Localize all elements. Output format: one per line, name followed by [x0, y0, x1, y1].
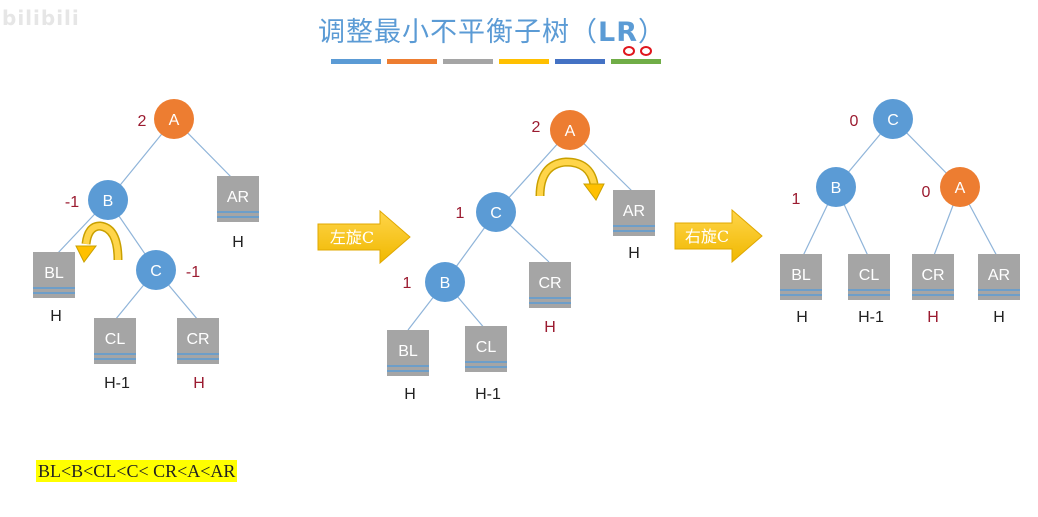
svg-text:A: A — [955, 180, 966, 197]
rotate-left-arrow: 左旋C — [317, 209, 411, 265]
subtree-cr: CR — [912, 254, 954, 300]
svg-text:C: C — [887, 112, 899, 129]
balance-factor: 0 — [922, 184, 931, 201]
title-lr: LR — [598, 17, 638, 48]
subtree-height: H-1 — [104, 375, 130, 392]
annotation-mark-icon — [623, 46, 652, 56]
node-c: C — [136, 250, 176, 290]
subtree-ar: AR — [217, 176, 259, 222]
node-b: B — [816, 167, 856, 207]
svg-text:B: B — [103, 193, 114, 210]
inorder-sequence: BL<B<CL<C< CR<A<AR — [36, 460, 238, 482]
svg-text:C: C — [490, 205, 502, 222]
svg-text:B: B — [831, 180, 842, 197]
subtree-bl: BL — [387, 330, 429, 376]
color-bar-row — [331, 59, 661, 64]
subtree-height: H — [232, 234, 244, 251]
subtree-ar: AR — [978, 254, 1020, 300]
balance-factor: 0 — [850, 113, 859, 130]
subtree-height: H-1 — [858, 309, 884, 326]
node-b: B — [88, 180, 128, 220]
node-a: A — [550, 110, 590, 150]
subtree-bl: BL — [780, 254, 822, 300]
svg-text:AR: AR — [623, 203, 645, 220]
svg-text:BL: BL — [398, 343, 418, 360]
balance-factor: 2 — [138, 113, 147, 130]
title-close: ） — [638, 17, 666, 48]
subtree-height: H — [993, 309, 1005, 326]
node-c: C — [873, 99, 913, 139]
node-b: B — [425, 262, 465, 302]
color-bar — [555, 59, 605, 64]
page-title: 调整最小不平衡子树（LR） — [318, 10, 666, 49]
svg-text:BL: BL — [791, 267, 811, 284]
svg-text:CL: CL — [859, 267, 880, 284]
svg-text:A: A — [169, 112, 180, 129]
svg-text:AR: AR — [988, 267, 1010, 284]
subtree-bl: BL — [33, 252, 75, 298]
rotation-hint-arrow-icon — [75, 221, 123, 263]
svg-text:BL: BL — [44, 265, 64, 282]
bilibili-watermark: bilibili — [2, 6, 80, 30]
color-bar — [499, 59, 549, 64]
balance-factor: -1 — [65, 194, 79, 211]
subtree-height: H — [193, 375, 205, 392]
subtree-cr: CR — [177, 318, 219, 364]
svg-text:C: C — [150, 263, 162, 280]
node-a: A — [154, 99, 194, 139]
balance-factor: 1 — [792, 191, 801, 208]
svg-text:CL: CL — [476, 339, 497, 356]
tree-3: C 0 B 1 A 0 BL H CL H-1 — [780, 99, 1020, 326]
subtree-cl: CL — [848, 254, 890, 300]
svg-text:CR: CR — [186, 331, 209, 348]
balance-factor: -1 — [186, 264, 200, 281]
subtree-height: H — [50, 308, 62, 325]
svg-text:右旋C: 右旋C — [685, 227, 729, 246]
rotate-right-arrow: 右旋C — [674, 208, 763, 264]
rotation-hint-arrow-icon — [535, 157, 605, 201]
color-bar — [387, 59, 437, 64]
subtree-height: H — [544, 319, 556, 336]
color-bar — [443, 59, 493, 64]
balance-factor: 2 — [532, 119, 541, 136]
balance-factor: 1 — [403, 275, 412, 292]
node-c: C — [476, 192, 516, 232]
svg-text:CR: CR — [538, 275, 561, 292]
subtree-height: H — [796, 309, 808, 326]
subtree-height: H-1 — [475, 386, 501, 403]
svg-text:左旋C: 左旋C — [330, 228, 374, 247]
color-bar — [611, 59, 661, 64]
subtree-cr: CR — [529, 262, 571, 308]
svg-text:AR: AR — [227, 189, 249, 206]
svg-text:CL: CL — [105, 331, 126, 348]
subtree-ar: AR — [613, 190, 655, 236]
subtree-cl: CL — [94, 318, 136, 364]
tree-2: A 2 C 1 B 1 AR H CR H — [387, 110, 655, 403]
tree-1: A 2 B -1 C -1 AR H BL H — [33, 99, 259, 392]
subtree-height: H — [927, 309, 939, 326]
subtree-height: H — [628, 245, 640, 262]
svg-text:CR: CR — [921, 267, 944, 284]
title-text: 调整最小不平衡子树（ — [318, 17, 598, 48]
svg-text:B: B — [440, 275, 451, 292]
color-bar — [331, 59, 381, 64]
node-a: A — [940, 167, 980, 207]
subtree-cl: CL — [465, 326, 507, 372]
subtree-height: H — [404, 386, 416, 403]
balance-factor: 1 — [456, 205, 465, 222]
svg-text:A: A — [565, 123, 576, 140]
